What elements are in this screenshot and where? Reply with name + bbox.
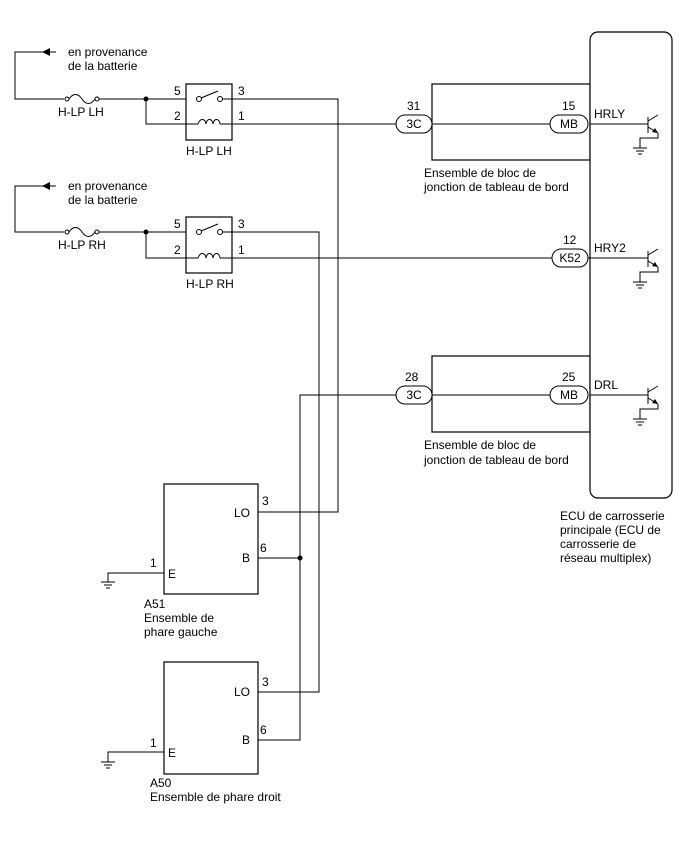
connector-pin: 28: [405, 370, 419, 384]
coil-icon: [197, 119, 221, 125]
terminal-label: E: [168, 567, 176, 581]
transistor-icon: [588, 248, 659, 282]
ecu-label-line4: réseau multiplex): [560, 551, 651, 565]
fuse-label: H-LP LH: [58, 105, 104, 119]
arrow-left-icon: [42, 48, 50, 56]
ecu-label-line2: principale (ECU de: [560, 523, 661, 537]
relay-pin: 5: [174, 217, 181, 231]
junction-block-upper: 3C 31 MB 15 Ensemble de bloc de jonction…: [395, 83, 591, 194]
relay-h-lp-lh: 5 3 2 1 H-LP LH: [174, 83, 245, 158]
ecu-signal-hrly: HRLY: [594, 107, 625, 121]
relay-h-lp-rh: 5 3 2 1 H-LP RH: [174, 216, 245, 291]
fuse-icon: [68, 94, 96, 104]
connector-pin: 25: [562, 370, 576, 384]
battery-note-line2: de la batterie: [68, 193, 138, 207]
relay-pin: 3: [238, 217, 245, 231]
connector-code: 3C: [406, 117, 422, 131]
junction-block-label-line2: jonction de tableau de bord: [423, 453, 569, 467]
terminal-pin: 1: [150, 556, 157, 570]
relay-pin: 1: [238, 109, 245, 123]
wire: [107, 572, 164, 582]
battery-note-line1: en provenance: [68, 45, 148, 59]
terminal-label: B: [242, 551, 250, 565]
fuse-icon: [68, 227, 96, 237]
ecu-signal-drl: DRL: [594, 378, 618, 392]
junction-block-label-line1: Ensemble de bloc de: [424, 438, 536, 452]
terminal-pin: 6: [260, 723, 267, 737]
terminal-label: B: [242, 733, 250, 747]
relay-pin: 1: [238, 243, 245, 257]
ecu-signal-hry2: HRY2: [594, 241, 626, 255]
headlight-a50: LO 3 B 6 E 1 A50 Ensemble de phare droit: [150, 661, 281, 804]
connector-code: 3C: [406, 388, 422, 402]
relay-label: H-LP RH: [186, 277, 234, 291]
ground-icon: [101, 581, 115, 589]
connector-pin: 12: [563, 233, 577, 247]
component-name-line1: Ensemble de: [144, 611, 214, 625]
wire: [258, 558, 301, 741]
wire: [145, 99, 196, 125]
component-code: A51: [144, 597, 166, 611]
arrow-left-icon: [42, 182, 50, 190]
main-body-ecu: HRLY HRY2 DRL: [560, 31, 673, 565]
terminal-pin: 3: [262, 494, 269, 508]
transistor-icon: [590, 114, 659, 148]
junction-block-label-line1: Ensemble de bloc de: [424, 166, 536, 180]
switch-icon: [200, 90, 219, 99]
connector-k52: K52 12: [551, 233, 589, 268]
component-name-line1: Ensemble de phare droit: [150, 790, 281, 804]
transistor-icon: [590, 385, 659, 419]
relay-pin: 5: [174, 84, 181, 98]
component-name-line2: phare gauche: [144, 625, 218, 639]
fuse-h-lp-lh: H-LP LH: [58, 94, 104, 119]
ground-icon: [633, 281, 647, 289]
connector-code: K52: [559, 251, 581, 265]
ground-icon: [101, 761, 115, 769]
battery-note-line2: de la batterie: [68, 59, 138, 73]
wire: [107, 751, 164, 762]
relay-label: H-LP LH: [186, 144, 232, 158]
relay-pin: 2: [174, 243, 181, 257]
battery-note-line1: en provenance: [68, 179, 148, 193]
wire: [299, 394, 396, 558]
terminal-pin: 6: [260, 541, 267, 555]
connector-pin: 31: [407, 99, 421, 113]
ecu-label-line3: carrosserie de: [560, 537, 636, 551]
component-code: A50: [150, 776, 172, 790]
junction-block-label-line2: jonction de tableau de bord: [423, 180, 569, 194]
headlight-a51: LO 3 B 6 E 1 A51 Ensemble de phare gauch…: [144, 483, 269, 639]
switch-icon: [200, 223, 219, 232]
battery-feed-lh: en provenance de la batterie: [14, 45, 148, 100]
terminal-pin: 3: [262, 675, 269, 689]
terminal-label: LO: [234, 506, 250, 520]
terminal-label: E: [168, 746, 176, 760]
fuse-h-lp-rh: H-LP RH: [58, 227, 106, 252]
connector-code: MB: [560, 388, 578, 402]
battery-feed-rh: en provenance de la batterie: [14, 179, 148, 233]
ecu-label-line1: ECU de carrosserie: [560, 509, 665, 523]
connector-pin: 15: [562, 99, 576, 113]
wire: [232, 231, 320, 693]
ground-icon: [633, 147, 647, 155]
connector-code: MB: [560, 117, 578, 131]
wire: [232, 98, 339, 513]
junction-block-lower: 3C 28 MB 25 Ensemble de bloc de jonction…: [395, 355, 591, 467]
coil-icon: [197, 253, 221, 259]
ground-icon: [633, 418, 647, 426]
connector-mb: [549, 385, 589, 405]
wire: [145, 232, 196, 259]
fuse-label: H-LP RH: [58, 238, 106, 252]
connector-mb: [549, 114, 589, 134]
relay-pin: 3: [238, 84, 245, 98]
terminal-pin: 1: [150, 736, 157, 750]
terminal-label: LO: [234, 685, 250, 699]
relay-pin: 2: [174, 109, 181, 123]
